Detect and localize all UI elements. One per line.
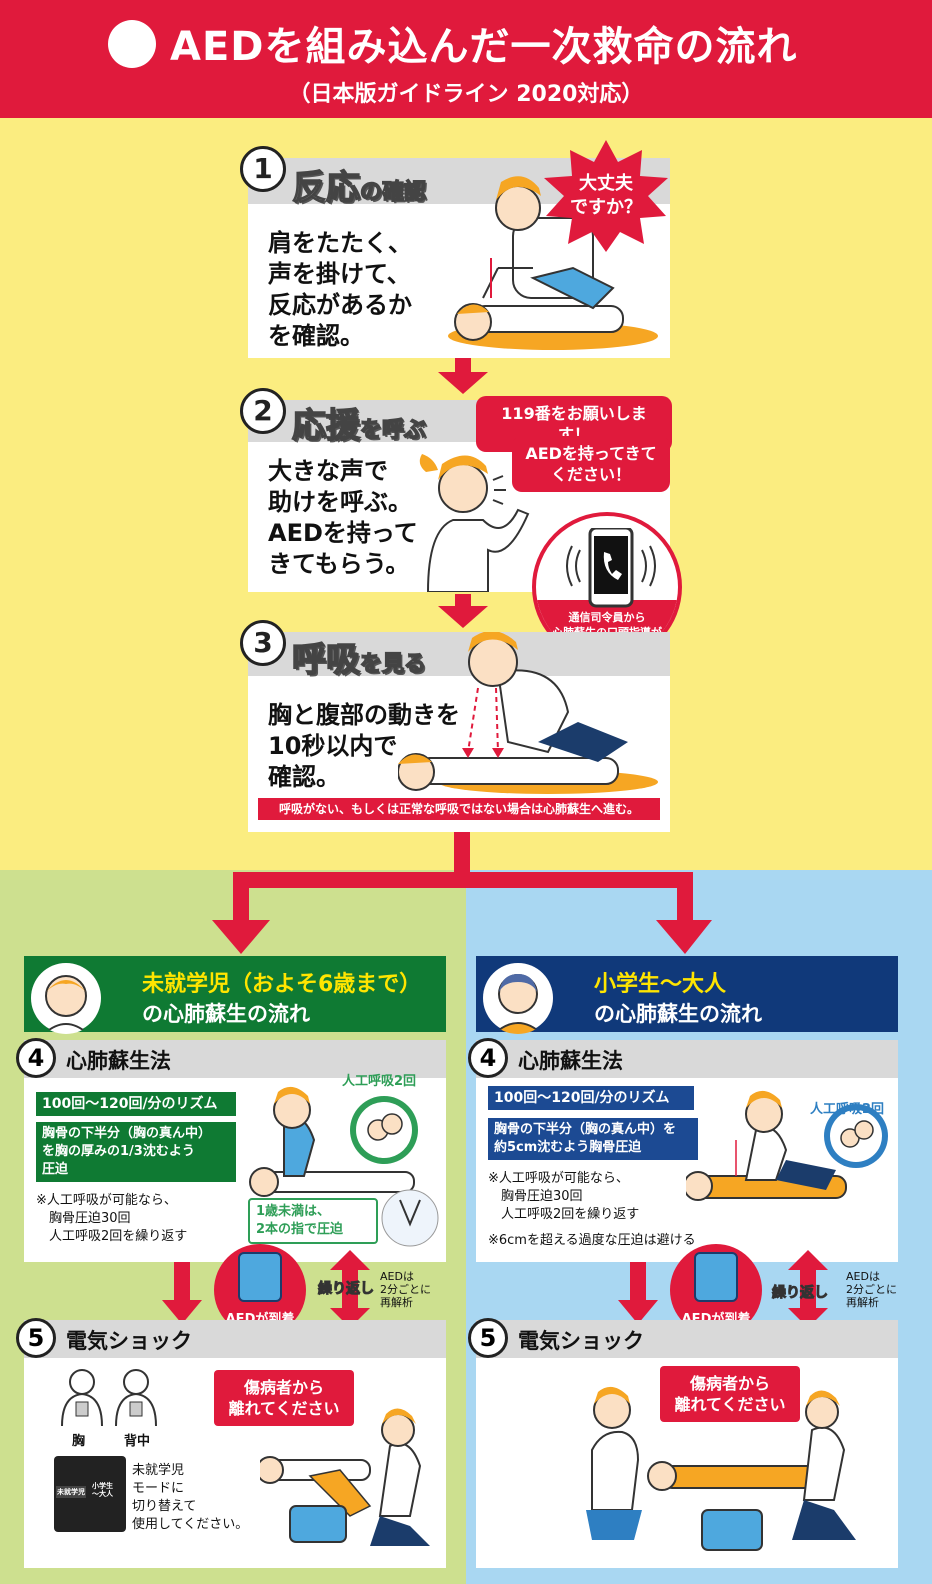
- adult-step-4-title: 心肺蘇生法: [518, 1049, 623, 1073]
- adult-excess-note: ※6cmを超える過度な圧迫は避ける: [488, 1233, 696, 1248]
- device-mode-adult: 小学生 〜大人: [92, 1482, 113, 1498]
- step-3-body: 胸と腹部の動きを 10秒以内で 確認。: [268, 701, 460, 791]
- step-3-note: 呼吸がない、もしくは正常な呼吸ではない場合は心肺蘇生へ進む。: [258, 798, 660, 820]
- child-arrow-4-to-5: [162, 1262, 202, 1324]
- arrow-step1-to-step2: [438, 358, 488, 394]
- child-rescue-note: ※人工呼吸が可能なら、 胸骨圧迫30回 人工呼吸2回を繰り返す: [36, 1193, 188, 1244]
- step-3-band: [248, 632, 670, 676]
- bubble-bring-aed: AEDを持ってきて ください！: [512, 436, 670, 492]
- step-3-title: 呼吸を見る: [291, 632, 427, 681]
- step-3-title-main: 呼吸: [291, 639, 361, 681]
- adult-rescue-breath-label: 人工呼吸2回: [810, 1102, 885, 1117]
- step-1-number: 1: [240, 146, 286, 192]
- adult-header: 小学生〜大人 の心肺蘇生の流れ: [476, 956, 898, 1034]
- adult-arrow-4-to-5: [618, 1262, 658, 1324]
- adult-header-line2: の心肺蘇生の流れ: [594, 1002, 762, 1026]
- child-stand-clear-bubble: 傷病者から 離れてください: [214, 1370, 354, 1426]
- check-breathing-illustration: [398, 632, 658, 794]
- step-3-title-suffix: を見る: [359, 651, 427, 678]
- call-for-help-illustration: [419, 454, 530, 592]
- child-rhythm-tag: 100回〜120回/分のリズム: [36, 1092, 236, 1116]
- step-3-number: 3: [240, 620, 286, 666]
- child-avatar-icon: [31, 963, 101, 1034]
- step-2-title-main: 応援: [291, 405, 361, 447]
- arrow-step2-to-step3: [438, 594, 488, 628]
- infant-two-finger-note: 1歳未満は、 2本の指で圧迫: [248, 1198, 378, 1244]
- child-aed-interval-note: AEDは 2分ごとに 再解析: [380, 1270, 431, 1309]
- child-step-4-title: 心肺蘇生法: [66, 1049, 171, 1073]
- child-repeat-arrow: [330, 1250, 370, 1328]
- child-mode-switch-note: 未就学児 モードに 切り替えて 使用してください。: [132, 1463, 249, 1532]
- adult-repeat-arrow: [788, 1250, 828, 1328]
- adult-avatar-icon: [483, 963, 553, 1034]
- callout-are-you-ok: 大丈夫 ですか？: [570, 173, 642, 218]
- adult-header-line1: 小学生〜大人: [594, 972, 727, 997]
- child-shock-illustration: [260, 1408, 430, 1546]
- child-compression-tag: 胸骨の下半分（胸の真ん中） を胸の厚みの1/3沈むよう 圧迫: [36, 1122, 236, 1182]
- poster-subtitle: （日本版ガイドライン 2020対応）: [288, 82, 644, 107]
- child-header-line1: 未就学児（およそ6歳まで）: [142, 972, 422, 997]
- step-2-number: 2: [240, 388, 286, 434]
- child-step-4-band: [24, 1040, 446, 1078]
- step-1-title-suffix: の確認: [359, 179, 427, 206]
- aed-mode-switch-panel: 未就学児 小学生 〜大人: [54, 1456, 126, 1532]
- child-step-5-number: 5: [16, 1318, 56, 1358]
- header-circle-icon: [108, 20, 156, 68]
- poster-header: AEDを組み込んだ一次救命の流れ （日本版ガイドライン 2020対応）: [0, 0, 932, 118]
- adult-step-4-card: 4 心肺蘇生法 100回〜120回/分のリズム 胸骨の下半分（胸の真ん中）を 約…: [468, 1038, 898, 1262]
- adult-repeat-label: 繰り返し: [772, 1285, 829, 1302]
- callout-starburst: [544, 140, 668, 252]
- child-step-5-title: 電気ショック: [66, 1329, 192, 1353]
- child-header: 未就学児（およそ6歳まで） の心肺蘇生の流れ: [24, 956, 446, 1034]
- adult-step-5-band: [476, 1320, 898, 1358]
- child-step-5-band: [24, 1320, 446, 1358]
- smartphone-icon: [566, 528, 656, 608]
- adult-step-4-band: [476, 1040, 898, 1078]
- pad-front-label: 胸: [72, 1434, 86, 1449]
- adult-stand-clear-bubble: 傷病者から 離れてください: [660, 1366, 800, 1422]
- step-2-title-suffix: を呼ぶ: [359, 417, 427, 444]
- pad-placement-icon: [61, 1369, 157, 1426]
- adult-step-5-number: 5: [468, 1318, 508, 1358]
- pad-back-label: 背中: [124, 1434, 151, 1449]
- adult-aed-interval-note: AEDは 2分ごとに 再解析: [846, 1270, 897, 1309]
- child-repeat-label: 繰り返し: [318, 1281, 375, 1298]
- child-step-4-number: 4: [16, 1038, 56, 1078]
- check-response-illustration: [448, 176, 658, 350]
- step-1-title: 反応の確認: [291, 160, 427, 209]
- child-step-5-card: 5 電気ショック 胸 背中 未就学児 小学生 〜大人 未就学児 モードに 切り替…: [16, 1318, 446, 1568]
- adult-shock-illustration: [586, 1386, 856, 1551]
- adult-step-5-title: 電気ショック: [518, 1329, 644, 1353]
- child-header-line2: の心肺蘇生の流れ: [142, 1002, 310, 1026]
- child-step-4-card: 4 心肺蘇生法 100回〜120回/分のリズム 胸骨の下半分（胸の真ん中） を胸…: [16, 1038, 446, 1262]
- poster-title: AEDを組み込んだ一次救命の流れ: [170, 24, 798, 70]
- step-3-card: 胸と腹部の動きを 10秒以内で 確認。 呼吸がない、もしくは正常な呼吸ではない場…: [248, 632, 670, 832]
- step-2-body: 大きな声で 助けを呼ぶ。 AEDを持って きてもらう。: [268, 457, 418, 578]
- adult-step-4-number: 4: [468, 1038, 508, 1078]
- adult-rhythm-tag: 100回〜120回/分のリズム: [488, 1086, 694, 1110]
- adult-cpr-illustration: [686, 1090, 888, 1201]
- step-2-title: 応援を呼ぶ: [291, 398, 427, 447]
- adult-aed-device-icon: [694, 1252, 738, 1302]
- adult-step-5-card: 5 電気ショック 傷病者から 離れてください: [468, 1318, 898, 1568]
- arrow-split: [212, 832, 712, 954]
- step-1-body: 肩をたたく、 声を掛けて、 反応があるか を確認。: [268, 229, 412, 350]
- child-cpr-illustration: [249, 1086, 418, 1197]
- step-1-title-main: 反応: [291, 167, 361, 209]
- device-mode-child: 未就学児: [56, 1486, 86, 1498]
- child-aed-device-icon: [238, 1252, 282, 1302]
- child-rescue-breath-label: 人工呼吸2回: [342, 1074, 417, 1089]
- adult-compression-tag: 胸骨の下半分（胸の真ん中）を 約5cm沈むよう胸骨圧迫: [488, 1118, 698, 1160]
- two-finger-icon: [381, 1189, 439, 1247]
- adult-rescue-note: ※人工呼吸が可能なら、 胸骨圧迫30回 人工呼吸2回を繰り返す: [488, 1171, 640, 1222]
